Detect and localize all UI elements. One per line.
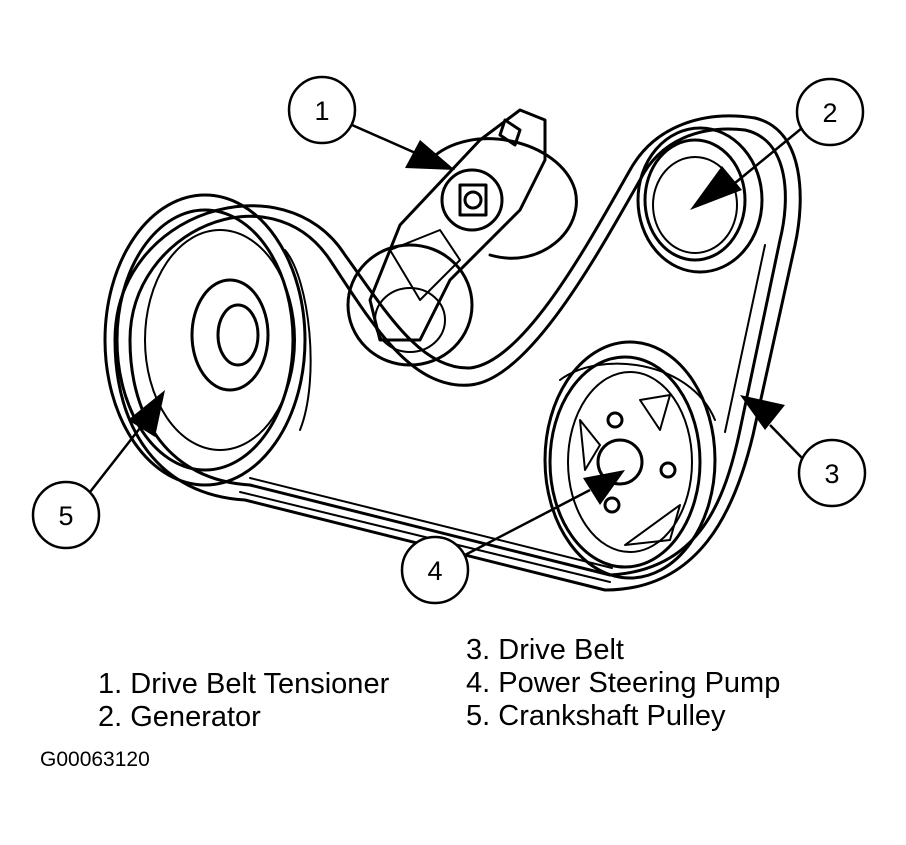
legend-label: Power Steering Pump (498, 667, 781, 699)
legend-number: 2. (98, 701, 123, 733)
svg-text:1: 1 (314, 96, 329, 126)
arrowhead-icon (583, 470, 625, 505)
legend-item-drive-belt-tensioner: 1. Drive Belt Tensioner (98, 668, 389, 700)
legend-number: 4. (466, 667, 491, 699)
legend-item-crankshaft-pulley: 5. Crankshaft Pulley (466, 700, 726, 732)
arrowhead-icon (690, 166, 742, 210)
callout-4: 4 (400, 470, 625, 605)
drive-belt-tensioner (346, 108, 578, 367)
callout-3: 3 (740, 395, 867, 508)
legend-item-drive-belt: 3. Drive Belt (466, 634, 624, 666)
legend-item-power-steering-pump: 4. Power Steering Pump (466, 667, 780, 699)
legend-label: Drive Belt (498, 634, 624, 666)
legend-number: 3. (466, 634, 491, 666)
legend-label: Drive Belt Tensioner (130, 668, 390, 700)
callout-2: 2 (690, 77, 865, 210)
drive-belt (113, 114, 802, 592)
legend-number: 5. (466, 700, 491, 732)
drive-belt-diagram: 1 2 3 4 5 (31, 75, 867, 605)
power-steering-pump-pulley (543, 340, 717, 580)
arrowhead-icon (740, 395, 785, 430)
legend-item-generator: 2. Generator (98, 701, 261, 733)
legend-label: Crankshaft Pulley (498, 700, 726, 732)
generator-pulley (636, 126, 764, 274)
svg-text:5: 5 (58, 501, 73, 531)
arrowhead-icon (128, 390, 165, 437)
svg-text:4: 4 (427, 556, 442, 586)
arrowhead-icon (405, 140, 455, 170)
legend-label: Generator (130, 701, 261, 733)
svg-text:2: 2 (822, 98, 837, 128)
callout-1: 1 (287, 75, 455, 170)
figure-code: G00063120 (40, 748, 150, 771)
callout-5: 5 (31, 390, 165, 550)
crankshaft-pulley (103, 193, 312, 487)
legend-number: 1. (98, 668, 123, 700)
svg-text:3: 3 (824, 459, 839, 489)
